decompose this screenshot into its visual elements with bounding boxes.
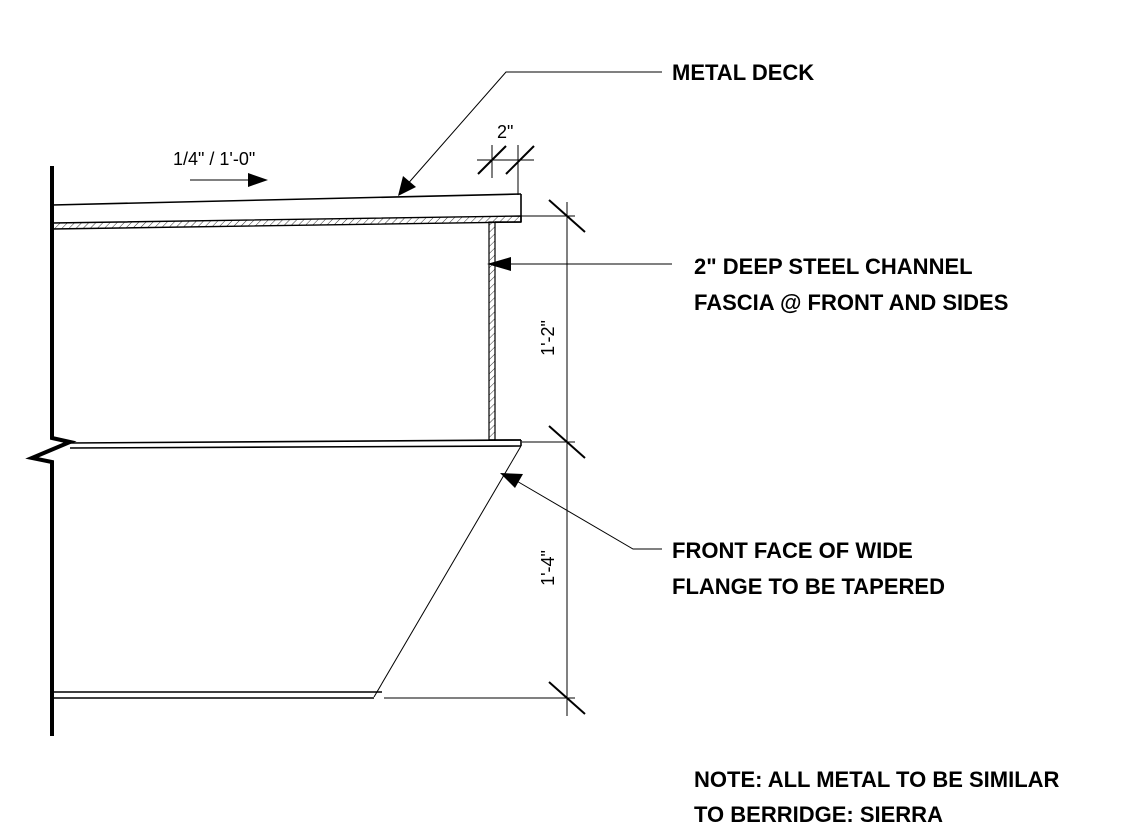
channel-callout-line1: 2" DEEP STEEL CHANNEL: [694, 254, 973, 279]
metal-deck: [51, 193, 522, 230]
steel-channel-fascia: [488, 221, 521, 441]
note-line2: TO BERRIDGE: SIERRA: [694, 802, 943, 827]
channel-leader: [487, 257, 672, 271]
metal-deck-callout: METAL DECK: [672, 60, 814, 85]
channel-width-dimension: [477, 145, 535, 195]
tapered-flange-face: [373, 445, 522, 698]
note-line1: NOTE: ALL METAL TO BE SIMILAR: [694, 767, 1060, 792]
wall-break-line: [25, 166, 77, 736]
flange-callout-line1: FRONT FACE OF WIDE: [672, 538, 913, 563]
channel-callout-line2: FASCIA @ FRONT AND SIDES: [694, 290, 1008, 315]
flange-leader: [500, 473, 662, 550]
channel-width-label: 2": [497, 122, 513, 142]
slope-label: 1/4" / 1'-0": [173, 149, 255, 169]
flange-height-label: 1'-4": [538, 550, 558, 586]
fascia-height-label: 1'-2": [538, 320, 558, 356]
wide-flange-top: [69, 439, 522, 449]
wide-flange-bottom: [52, 691, 382, 699]
flange-callout-line2: FLANGE TO BE TAPERED: [672, 574, 945, 599]
metal-deck-leader: [398, 71, 662, 196]
slope-arrow: [190, 173, 268, 187]
vertical-dimension-string: [384, 199, 586, 716]
